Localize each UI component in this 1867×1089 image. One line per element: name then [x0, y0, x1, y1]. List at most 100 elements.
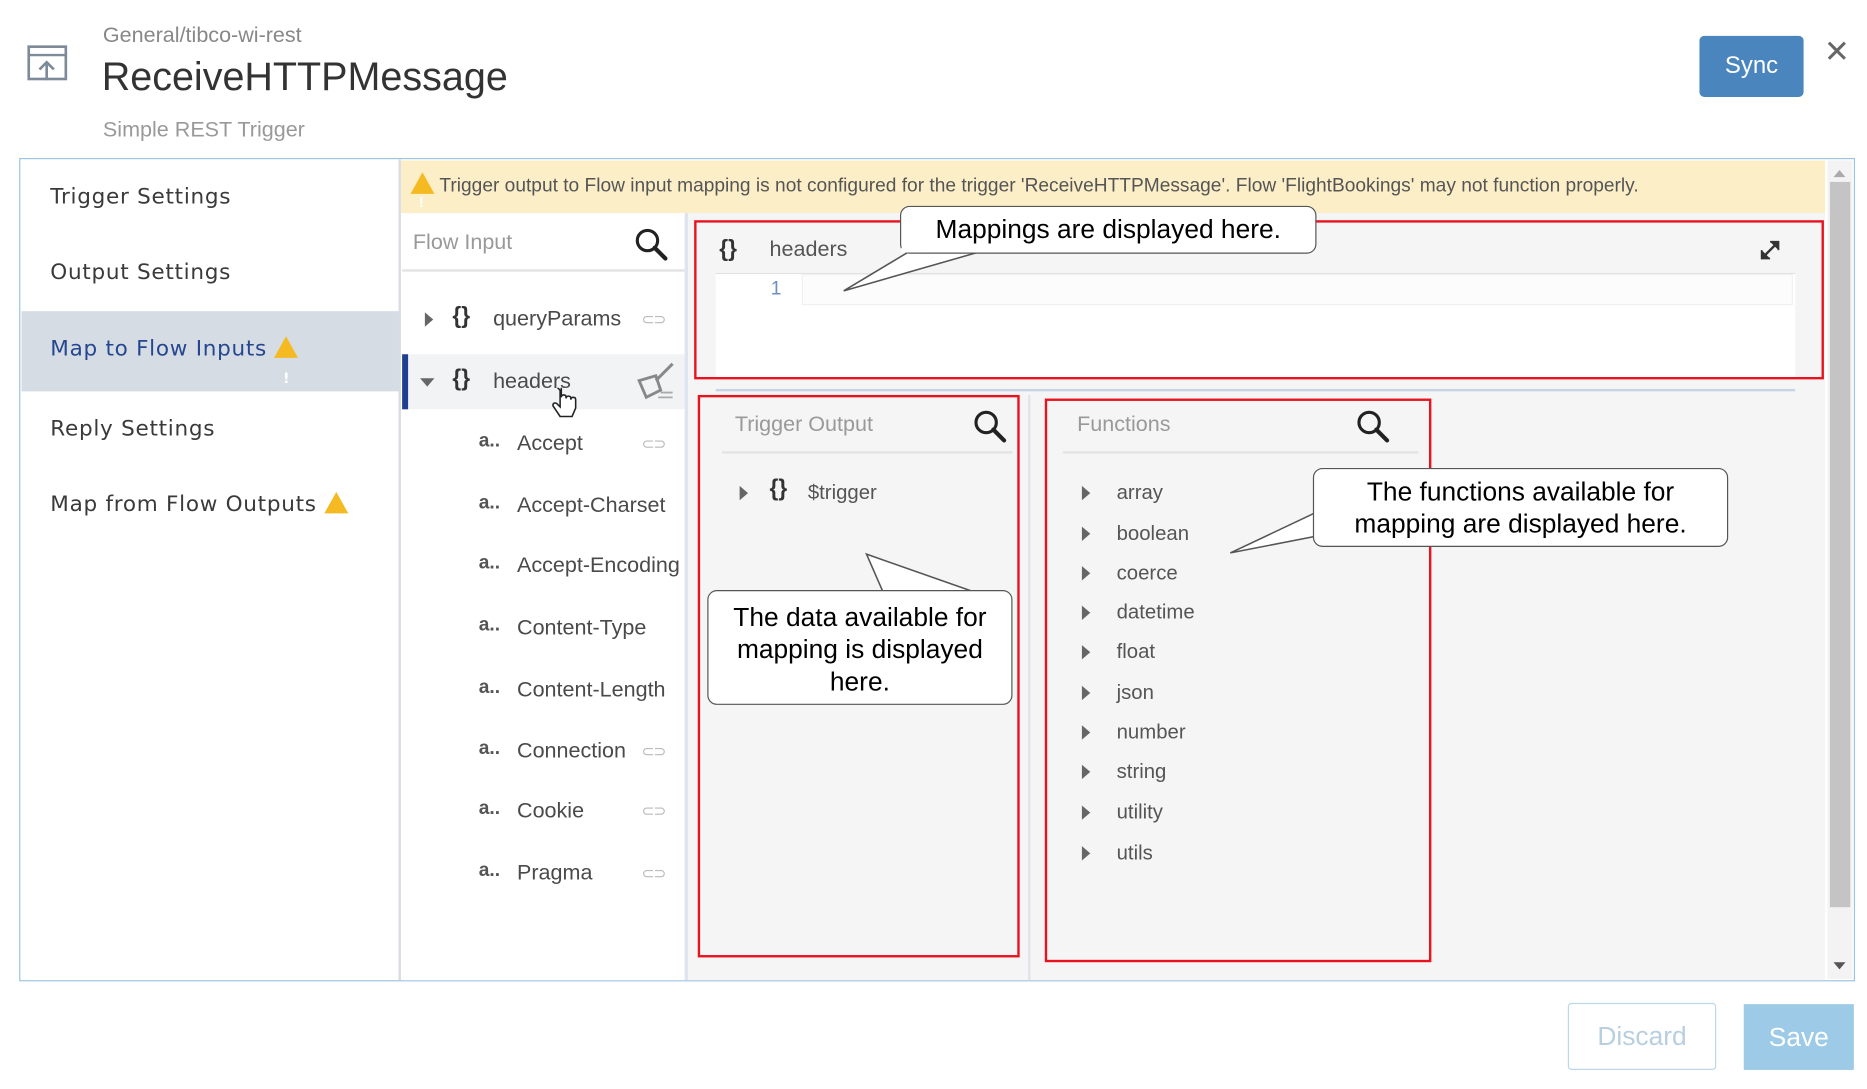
expand-caret-icon[interactable]	[1081, 805, 1091, 820]
function-category-boolean[interactable]: boolean	[1063, 516, 1302, 552]
divider	[402, 269, 685, 272]
column-divider	[684, 213, 689, 981]
tree-item-content-length[interactable]: a.. Content-Length	[402, 663, 684, 718]
function-category-float[interactable]: float	[1063, 634, 1302, 670]
tree-item-trigger[interactable]: {} $trigger	[722, 474, 961, 512]
sync-button[interactable]: Sync	[1699, 35, 1804, 97]
string-type-icon: a..	[478, 615, 501, 636]
discard-button[interactable]: Discard	[1567, 1002, 1717, 1070]
expand-caret-icon[interactable]	[1081, 605, 1091, 620]
expand-caret-icon[interactable]	[1081, 566, 1091, 581]
tree-item-cookie[interactable]: a..Cookie⊂⊃	[402, 784, 684, 839]
tree-item-connection[interactable]: a.. Connection ⊂⊃	[402, 724, 684, 779]
save-button[interactable]: Save	[1743, 1004, 1854, 1070]
page-subtitle: Simple REST Trigger	[102, 117, 305, 142]
trigger-icon	[27, 45, 68, 81]
page-title: ReceiveHTTPMessage	[101, 53, 508, 99]
warning-text: Trigger output to Flow input mapping is …	[439, 175, 1639, 197]
callout-data: The data available for mapping is displa…	[707, 590, 1013, 705]
tree-item-label: Cookie	[517, 798, 585, 823]
function-category-string[interactable]: string	[1063, 754, 1302, 790]
tree-item-label: Accept-Charset	[517, 493, 666, 518]
tree-item-label: headers	[493, 368, 571, 393]
line-number: 1	[770, 278, 782, 300]
tree-item-pragma[interactable]: a..Pragma⊂⊃	[402, 846, 684, 901]
tree-item-accept-charset[interactable]: a..Accept-Charset	[402, 479, 684, 534]
scroll-up-icon[interactable]	[1833, 169, 1846, 178]
scrollbar-thumb[interactable]	[1829, 181, 1851, 908]
sidebar-item-reply-settings[interactable]: Reply Settings	[22, 391, 400, 468]
link-icon: ⊂⊃	[641, 309, 666, 328]
expand-caret-icon[interactable]	[1081, 764, 1091, 780]
flow-input-panel: Flow Input {} queryParams ⊂⊃ {} headers …	[402, 213, 685, 981]
function-category-datetime[interactable]: datetime	[1063, 595, 1302, 631]
mapping-field-name: headers	[769, 236, 848, 261]
function-category-array[interactable]: array	[1063, 475, 1302, 511]
tree-item-label: $trigger	[807, 481, 877, 504]
tree-item-accept[interactable]: a..Accept⊂⊃	[402, 416, 684, 471]
sidebar-item-trigger-settings[interactable]: Trigger Settings	[22, 159, 400, 236]
function-category-coerce[interactable]: coerce	[1063, 555, 1302, 591]
function-category-label: coerce	[1116, 561, 1178, 585]
string-type-icon: a..	[478, 552, 501, 574]
clear-mapping-broom-icon[interactable]	[632, 361, 675, 402]
warning-icon	[410, 172, 435, 213]
vertical-scrollbar[interactable]	[1827, 160, 1853, 979]
sidebar-item-label: Reply Settings	[50, 416, 216, 442]
function-category-label: number	[1116, 720, 1186, 744]
sidebar-item-output-settings[interactable]: Output Settings	[22, 235, 400, 312]
tree-item-content-type[interactable]: a.. Content-Type	[402, 601, 684, 656]
tree-item-label: Connection	[517, 738, 627, 763]
function-category-utils[interactable]: utils	[1063, 835, 1302, 871]
hand-cursor-icon	[552, 387, 577, 418]
scroll-down-icon[interactable]	[1833, 962, 1846, 970]
expand-caret-icon[interactable]	[1081, 846, 1091, 861]
sidebar-item-map-to-flow-inputs[interactable]: Map to Flow Inputs	[21, 311, 400, 416]
sidebar-item-label: Map to Flow Inputs	[50, 336, 268, 362]
function-category-label: json	[1116, 680, 1154, 704]
tree-item-label: Content-Type	[517, 615, 647, 640]
function-category-label: float	[1116, 640, 1156, 664]
expand-icon[interactable]	[1757, 237, 1783, 263]
breadcrumb[interactable]: General/tibco-wi-rest	[102, 22, 302, 47]
expand-caret-icon[interactable]	[1081, 725, 1091, 740]
sidebar-item-label: Trigger Settings	[50, 184, 232, 210]
string-type-icon: a..	[478, 738, 501, 759]
close-icon[interactable]: ✕	[1823, 33, 1851, 70]
string-type-icon: a..	[478, 860, 501, 881]
expand-caret-icon[interactable]	[1081, 485, 1091, 501]
tree-item-queryparams[interactable]: {} queryParams ⊂⊃	[402, 292, 684, 347]
annotation-highlight-functions	[1044, 398, 1432, 963]
tree-item-label: Content-Length	[517, 677, 666, 702]
object-icon: {}	[719, 236, 737, 263]
function-category-label: utils	[1116, 841, 1153, 865]
code-editor[interactable]: 1	[715, 272, 1796, 380]
expand-caret-icon[interactable]	[1081, 526, 1091, 541]
expand-caret-icon[interactable]	[739, 485, 748, 501]
code-line[interactable]	[801, 274, 1793, 306]
functions-panel: Functions array boolean coerce datetime floa…	[1062, 400, 1422, 951]
tree-item-accept-encoding[interactable]: a..Accept-Encoding	[402, 539, 684, 594]
function-category-utility[interactable]: utility	[1063, 795, 1302, 831]
function-category-number[interactable]: number	[1063, 714, 1302, 750]
expand-caret-icon[interactable]	[424, 312, 434, 327]
search-icon[interactable]	[634, 227, 668, 261]
search-icon[interactable]	[973, 409, 1007, 443]
function-category-label: array	[1116, 481, 1163, 504]
search-icon[interactable]	[1356, 409, 1390, 443]
sidebar-item-map-from-flow-outputs[interactable]: Map from Flow Outputs	[22, 467, 400, 572]
link-icon: ⊂⊃	[641, 434, 666, 453]
link-icon: ⊂⊃	[641, 801, 666, 820]
function-category-json[interactable]: json	[1063, 675, 1302, 711]
tree-item-label: Pragma	[517, 860, 593, 885]
collapse-caret-icon[interactable]	[420, 378, 435, 387]
tree-item-headers[interactable]: {} headers	[402, 354, 685, 418]
functions-title: Functions	[1077, 411, 1171, 436]
link-icon: ⊂⊃	[641, 742, 666, 760]
string-type-icon: a..	[478, 677, 501, 698]
expand-caret-icon[interactable]	[1081, 645, 1091, 660]
function-category-label: boolean	[1116, 521, 1190, 545]
expand-caret-icon[interactable]	[1081, 685, 1091, 701]
mapping-editor: {} headers 1	[715, 232, 1796, 380]
